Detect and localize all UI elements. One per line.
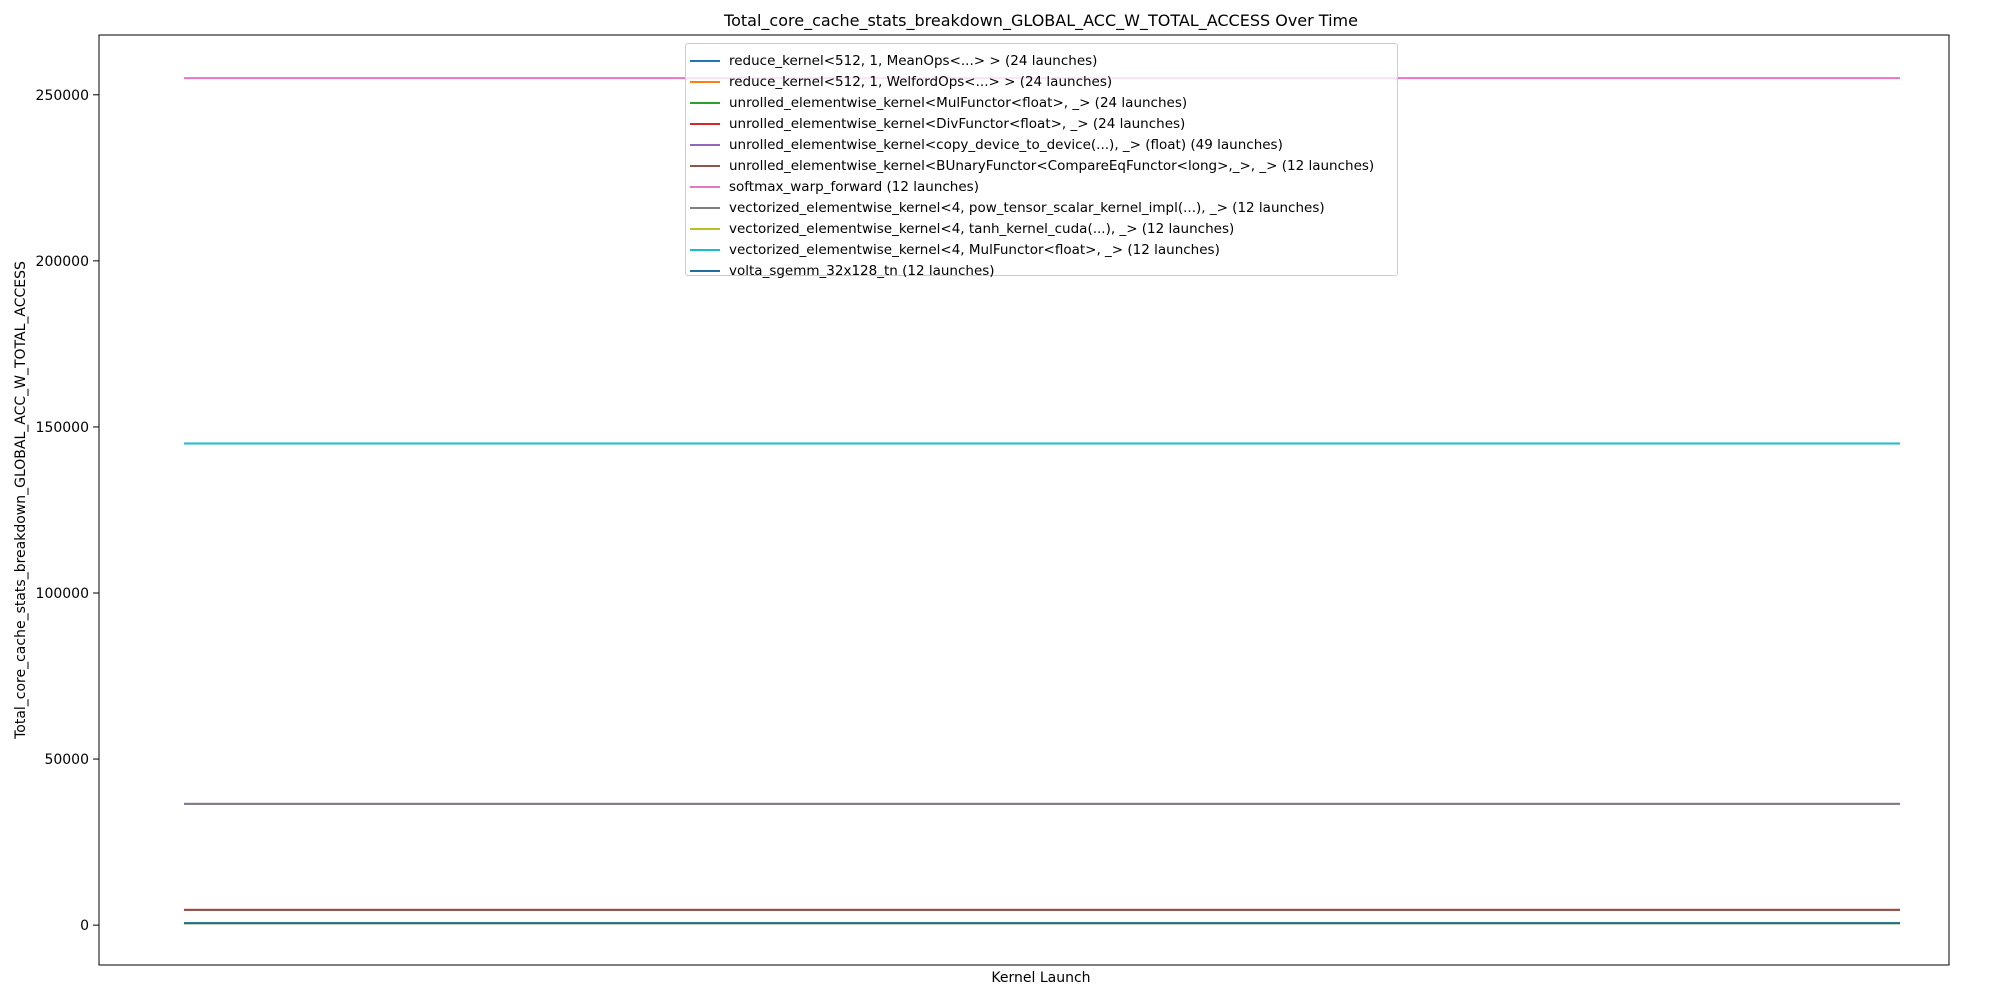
- x-axis-label: Kernel Launch: [991, 970, 1090, 986]
- legend-swatch: [690, 249, 720, 251]
- legend-item: vectorized_elementwise_kernel<4, pow_ten…: [686, 198, 1397, 218]
- legend-label: reduce_kernel<512, 1, WelfordOps<...> > …: [729, 74, 1113, 90]
- y-tick-label: 200000: [36, 254, 89, 270]
- y-axis-label: Total_core_cache_stats_breakdown_GLOBAL_…: [13, 261, 29, 740]
- legend-label: softmax_warp_forward (12 launches): [729, 179, 979, 195]
- legend-label: unrolled_elementwise_kernel<DivFunctor<f…: [729, 116, 1186, 132]
- legend-label: unrolled_elementwise_kernel<copy_device_…: [729, 137, 1283, 153]
- legend-label: unrolled_elementwise_kernel<BUnaryFuncto…: [729, 158, 1375, 174]
- legend-swatch: [690, 60, 720, 62]
- legend-swatch: [690, 270, 720, 272]
- legend-item: vectorized_elementwise_kernel<4, MulFunc…: [686, 240, 1397, 260]
- legend-swatch: [690, 123, 720, 125]
- legend-item: unrolled_elementwise_kernel<DivFunctor<f…: [686, 114, 1397, 134]
- y-axis-ticks: 0 50000 100000 150000 200000 250000: [36, 88, 99, 934]
- plot-area: [98, 34, 1950, 966]
- legend-swatch: [690, 207, 720, 209]
- legend-swatch: [690, 81, 720, 83]
- legend-item: unrolled_elementwise_kernel<BUnaryFuncto…: [686, 156, 1397, 176]
- y-tick-label: 250000: [36, 88, 89, 104]
- legend-swatch: [690, 186, 720, 188]
- y-tick-label: 150000: [36, 420, 89, 436]
- legend-swatch: [690, 228, 720, 230]
- series-layer: [184, 77, 1900, 925]
- legend-swatch: [690, 144, 720, 146]
- legend-label: vectorized_elementwise_kernel<4, MulFunc…: [729, 242, 1220, 258]
- legend-label: vectorized_elementwise_kernel<4, tanh_ke…: [729, 221, 1235, 237]
- chart-title: Total_core_cache_stats_breakdown_GLOBAL_…: [723, 11, 1358, 31]
- legend-item: softmax_warp_forward (12 launches): [686, 177, 1397, 197]
- y-tick-label: 100000: [36, 586, 89, 602]
- legend-item: reduce_kernel<512, 1, WelfordOps<...> > …: [686, 72, 1397, 92]
- legend-label: volta_sgemm_32x128_tn (12 launches): [729, 263, 995, 279]
- legend-item: unrolled_elementwise_kernel<MulFunctor<f…: [686, 93, 1397, 113]
- y-tick-label: 0: [80, 918, 89, 934]
- legend-swatch: [690, 165, 720, 167]
- legend-item: unrolled_elementwise_kernel<copy_device_…: [686, 135, 1397, 155]
- legend: reduce_kernel<512, 1, MeanOps<...> > (24…: [685, 43, 1398, 279]
- legend-item: reduce_kernel<512, 1, MeanOps<...> > (24…: [686, 51, 1397, 71]
- legend-item: volta_sgemm_32x128_tn (12 launches): [686, 261, 1397, 281]
- legend-label: unrolled_elementwise_kernel<MulFunctor<f…: [729, 95, 1188, 111]
- legend-label: reduce_kernel<512, 1, MeanOps<...> > (24…: [729, 53, 1098, 69]
- legend-item: vectorized_elementwise_kernel<4, tanh_ke…: [686, 219, 1397, 239]
- legend-swatch: [690, 102, 720, 104]
- legend-label: vectorized_elementwise_kernel<4, pow_ten…: [729, 200, 1325, 216]
- y-tick-label: 50000: [44, 752, 89, 768]
